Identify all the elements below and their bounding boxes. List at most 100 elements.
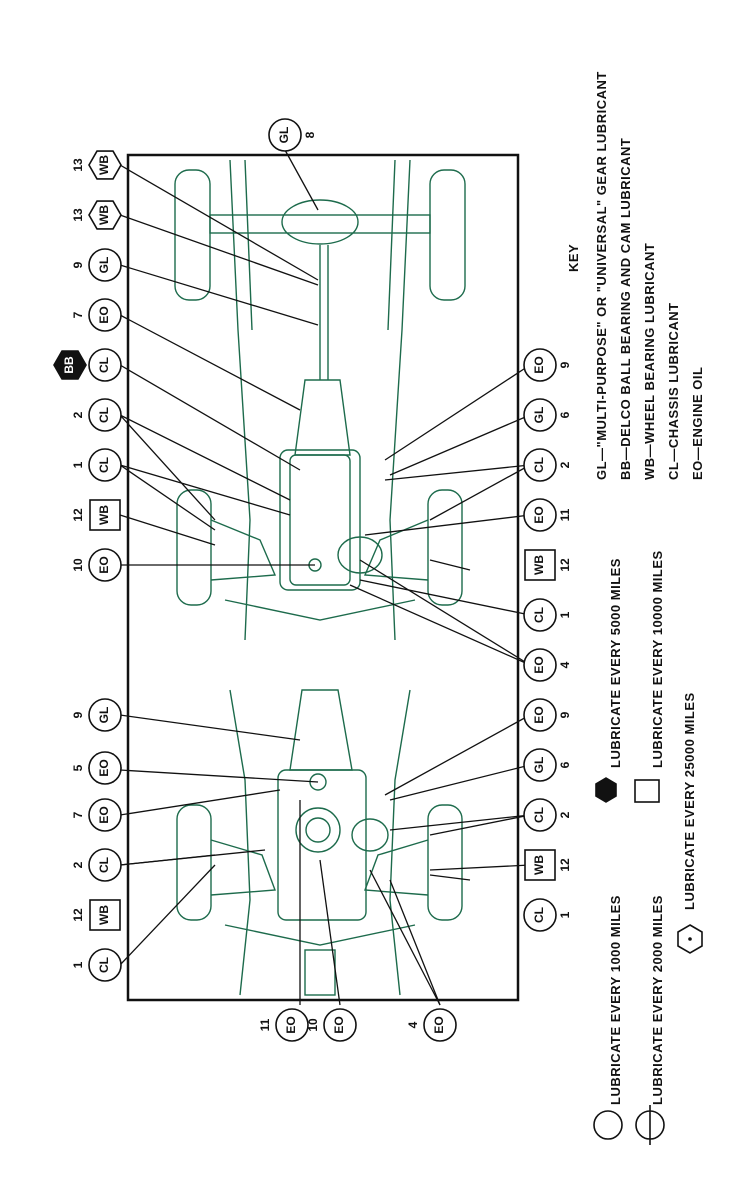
callout: CL1: [71, 448, 122, 482]
callout-code: WB: [97, 505, 111, 525]
callout: WB 12: [71, 499, 121, 531]
lubricant-circle-icon: [88, 298, 122, 332]
legend-dot-icon: [688, 937, 692, 941]
key-line-cl: CL—CHASSIS LUBRICANT: [666, 302, 681, 480]
lubricant-circle-icon: [523, 348, 557, 382]
callout-code: EO: [284, 1016, 298, 1033]
lubricant-circle-icon: [88, 448, 122, 482]
callout-code: WB: [97, 905, 111, 925]
callout-number: 1: [558, 911, 572, 918]
callout: EO: [88, 751, 122, 785]
callout-code: EO: [432, 1016, 446, 1033]
lubricant-circle-icon: [523, 448, 557, 482]
lubricant-circle-icon: [88, 248, 122, 282]
callout-code: EO: [332, 1016, 346, 1033]
differential: [281, 199, 359, 245]
lubricant-hexagon-icon: [88, 150, 122, 180]
callout-code: CL: [532, 607, 546, 623]
lubricant-circle-icon: [88, 398, 122, 432]
callout-number: 10: [306, 1018, 320, 1032]
callout-code: EO: [97, 556, 111, 573]
callout: EO 4: [406, 1008, 457, 1042]
callout-code: CL: [97, 457, 111, 473]
key-title: KEY: [566, 244, 581, 272]
front-wheel: [176, 804, 212, 921]
frame-rail: [229, 159, 251, 641]
lubricant-circle-icon: [523, 398, 557, 432]
lubricant-hexagon-icon: [53, 350, 87, 380]
callout-number: 12: [558, 558, 572, 572]
callout: GL9: [71, 248, 122, 282]
callout-number: 13: [71, 158, 85, 172]
transmission: [289, 689, 353, 771]
key-line-eo: EO—ENGINE OIL: [690, 367, 705, 480]
legend-interval-2000: LUBRICATE EVERY 2000 MILES: [650, 895, 665, 1105]
callout-number: 4: [406, 1021, 420, 1028]
callout-number: 12: [558, 858, 572, 872]
callout-number: 4: [558, 661, 572, 668]
lubricant-circle-icon: [523, 898, 557, 932]
callout: EO 10: [306, 1008, 357, 1042]
callout-code: EO: [532, 656, 546, 673]
lubricant-circle-icon: [523, 648, 557, 682]
callout: EO7: [71, 798, 122, 832]
lubricant-circle-icon: [523, 748, 557, 782]
control-arm: [210, 839, 276, 896]
callout: EO7: [71, 298, 122, 332]
steering-gear: [337, 536, 383, 574]
frame-crossmember: [224, 924, 416, 946]
callout-code: EO: [532, 506, 546, 523]
legend-hexagon-filled-icon: [595, 777, 617, 803]
callout: CL 1: [71, 948, 122, 982]
lubricant-circle-icon: [323, 1008, 357, 1042]
lubricant-circle-icon: [523, 698, 557, 732]
callout-number: 9: [71, 261, 85, 268]
callout-code: CL: [532, 457, 546, 473]
callout-code: GL: [532, 757, 546, 774]
engine-block: [277, 769, 367, 921]
callout: CL 2: [523, 448, 572, 482]
callout-code: WB: [97, 205, 111, 225]
callout-code: BB: [62, 356, 76, 374]
chassis-drawings: [174, 159, 466, 996]
callout-number: 1: [71, 961, 85, 968]
callout-number: 12: [71, 508, 85, 522]
callout-code: WB: [97, 155, 111, 175]
legend-interval-25000: LUBRICATE EVERY 25000 MILES: [682, 692, 697, 910]
lubricant-circle-icon: [88, 948, 122, 982]
callout-number: 2: [558, 461, 572, 468]
callout-number: 6: [558, 411, 572, 418]
callout-code: WB: [532, 555, 546, 575]
callout-code: WB: [532, 855, 546, 875]
callout: WB 12: [524, 549, 572, 581]
steering-gear: [351, 818, 389, 852]
key-line-gl: GL—"MULTI-PURPOSE" OR "UNIVERSAL" GEAR L…: [594, 71, 609, 480]
callout-number: 10: [71, 558, 85, 572]
diagram-frame: [126, 153, 520, 1002]
control-arm: [210, 519, 277, 581]
callout-code: CL: [97, 957, 111, 973]
callout-number: 2: [71, 411, 85, 418]
front-wheel: [427, 489, 463, 606]
lubricant-circle-icon: [523, 598, 557, 632]
rear-wheel: [174, 169, 211, 301]
callout: GL9: [71, 698, 122, 732]
callout-code: CL: [532, 907, 546, 923]
front-wheel: [427, 804, 463, 921]
callout-code: EO: [532, 706, 546, 723]
callout: BB: [53, 350, 87, 380]
lubricant-circle-icon: [523, 798, 557, 832]
callout: CL 1: [523, 898, 572, 932]
callout: CL2: [71, 398, 122, 432]
callout-number: 11: [258, 1018, 272, 1031]
callout-number: 11: [558, 508, 572, 521]
lubricant-circle-icon: [88, 798, 122, 832]
control-arm: [364, 839, 429, 896]
callout-code: CL: [532, 807, 546, 823]
